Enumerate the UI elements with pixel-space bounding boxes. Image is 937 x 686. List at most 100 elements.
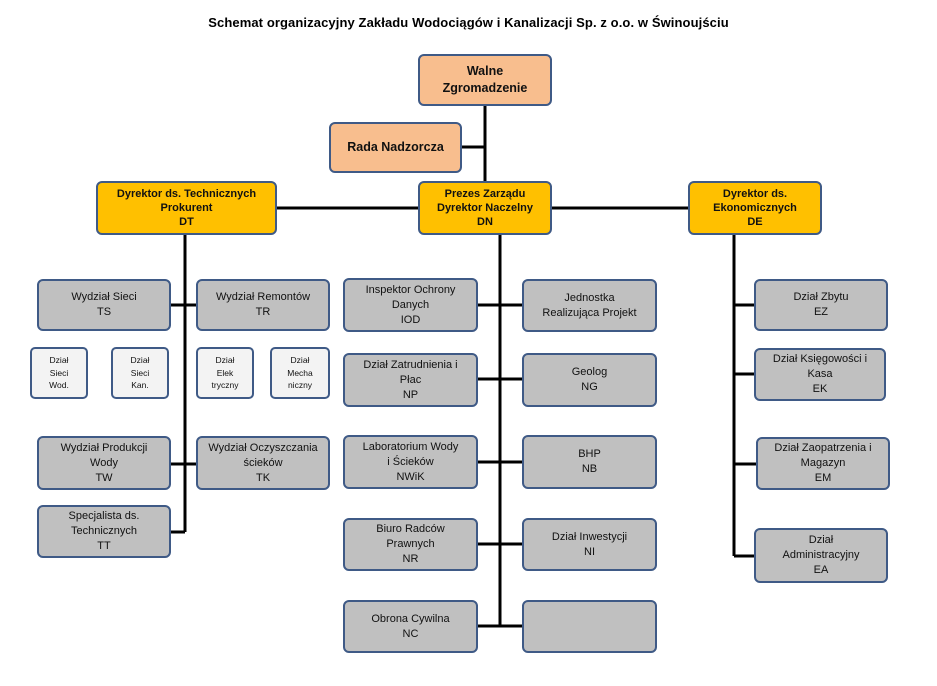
box-text-line: TR: [255, 306, 271, 318]
box-text-line: TT: [97, 540, 111, 552]
box-text-line: Wydział Produkcji: [60, 441, 148, 454]
box-text-line: Sieci: [130, 367, 150, 378]
box-text-line: TK: [255, 471, 271, 484]
box-text-line: Dyrektor ds.: [722, 188, 788, 200]
box-text-line: DT: [179, 216, 194, 228]
box-text-line: Wod.: [49, 380, 69, 391]
box-text-line: Administracyjny: [782, 549, 860, 561]
box-text-line: Elek: [216, 367, 234, 378]
box-text-line: Jednostka: [564, 291, 615, 304]
box-text-line: NWiK: [396, 470, 425, 483]
box-text-line: i Ścieków: [387, 455, 434, 468]
box-text-line: Zgromadzenie: [442, 81, 528, 95]
box-text-line: Dział: [290, 355, 310, 366]
box-text-line: DE: [747, 216, 763, 228]
box-text-line: EK: [812, 383, 828, 395]
box-text-line: Kan.: [131, 380, 149, 391]
box-text-line: NP: [402, 388, 419, 401]
box-text-line: Technicznych: [70, 525, 138, 537]
box-text-line: Wydział Oczyszczania: [208, 441, 318, 454]
rada-nadzorcza-box: Rada Nadzorcza: [329, 122, 462, 173]
chart-title: Schemat organizacyjny Zakładu Wodociągów…: [208, 15, 729, 30]
box-text-line: Dział Zatrudnienia i: [363, 358, 458, 371]
box-text-line: Rada Nadzorcza: [347, 140, 444, 154]
box-text-line: ścieków: [243, 456, 283, 469]
box-text-line: Geolog: [571, 366, 608, 378]
box-text-line: NB: [581, 463, 598, 475]
box-text-line: EA: [813, 564, 829, 576]
box-text-line: IOD: [400, 313, 421, 326]
box-text-line: Magazyn: [800, 457, 846, 469]
box-text-line: Prezes Zarządu: [444, 188, 526, 200]
box-text-line: Dział: [49, 355, 69, 366]
box-text-line: Specjalista ds.: [68, 510, 140, 522]
box-text-line: BHP: [578, 448, 601, 460]
box-text-line: EM: [814, 472, 832, 484]
box-text-line: Obrona Cywilna: [371, 612, 450, 625]
box-text-line: Biuro Radców: [376, 523, 445, 535]
box-text-line: Dział Zbytu: [793, 291, 849, 303]
box-text-line: Inspektor Ochrony: [365, 283, 456, 296]
box-text-line: EZ: [813, 306, 829, 318]
box-text-line: Płac: [399, 373, 422, 386]
box-text-line: Dział: [808, 534, 834, 546]
box-text-line: Kasa: [807, 368, 833, 380]
bhp-box: BHP NB: [522, 435, 657, 489]
box-text-line: Dział: [215, 355, 235, 366]
box-text-line: Realizująca Projekt: [542, 306, 637, 319]
box-text-line: Wody: [90, 456, 118, 469]
box-text-line: NG: [581, 381, 598, 393]
box-text-line: Dyrektor ds. Technicznych: [116, 188, 257, 200]
box-text-line: TW: [95, 471, 113, 484]
box-text-line: Dział Księgowości i: [772, 353, 868, 365]
box-text-line: Mecha: [287, 367, 313, 378]
box-text-line: Prawnych: [386, 538, 435, 550]
box-text-line: DN: [477, 216, 493, 228]
box-text-line: Wydział Sieci: [71, 291, 137, 303]
box-text-line: tryczny: [211, 380, 239, 391]
box-text-line: Sieci: [49, 367, 69, 378]
box-text-line: Prokurent: [160, 202, 213, 214]
box-text-line: Dział Inwestycji: [551, 530, 628, 543]
box-text-line: TS: [96, 306, 112, 318]
box-text-line: Ekonomicznych: [713, 202, 797, 214]
box-text-line: Dział Zaopatrzenia i: [774, 442, 872, 454]
empty-box: [522, 600, 657, 653]
box-text-line: Wydział Remontów: [215, 291, 311, 303]
box-text-line: Dział: [130, 355, 150, 366]
box-text-line: Laboratorium Wody: [362, 440, 459, 453]
box-text-line: niczny: [287, 380, 313, 391]
box-text-line: NI: [584, 545, 595, 558]
box-text-line: Dyrektor Naczelny: [437, 202, 533, 214]
box-text-line: NC: [402, 627, 419, 640]
box-text-line: NR: [402, 553, 419, 565]
box-text-line: Danych: [391, 298, 430, 311]
box-text-line: Walne: [466, 64, 504, 78]
